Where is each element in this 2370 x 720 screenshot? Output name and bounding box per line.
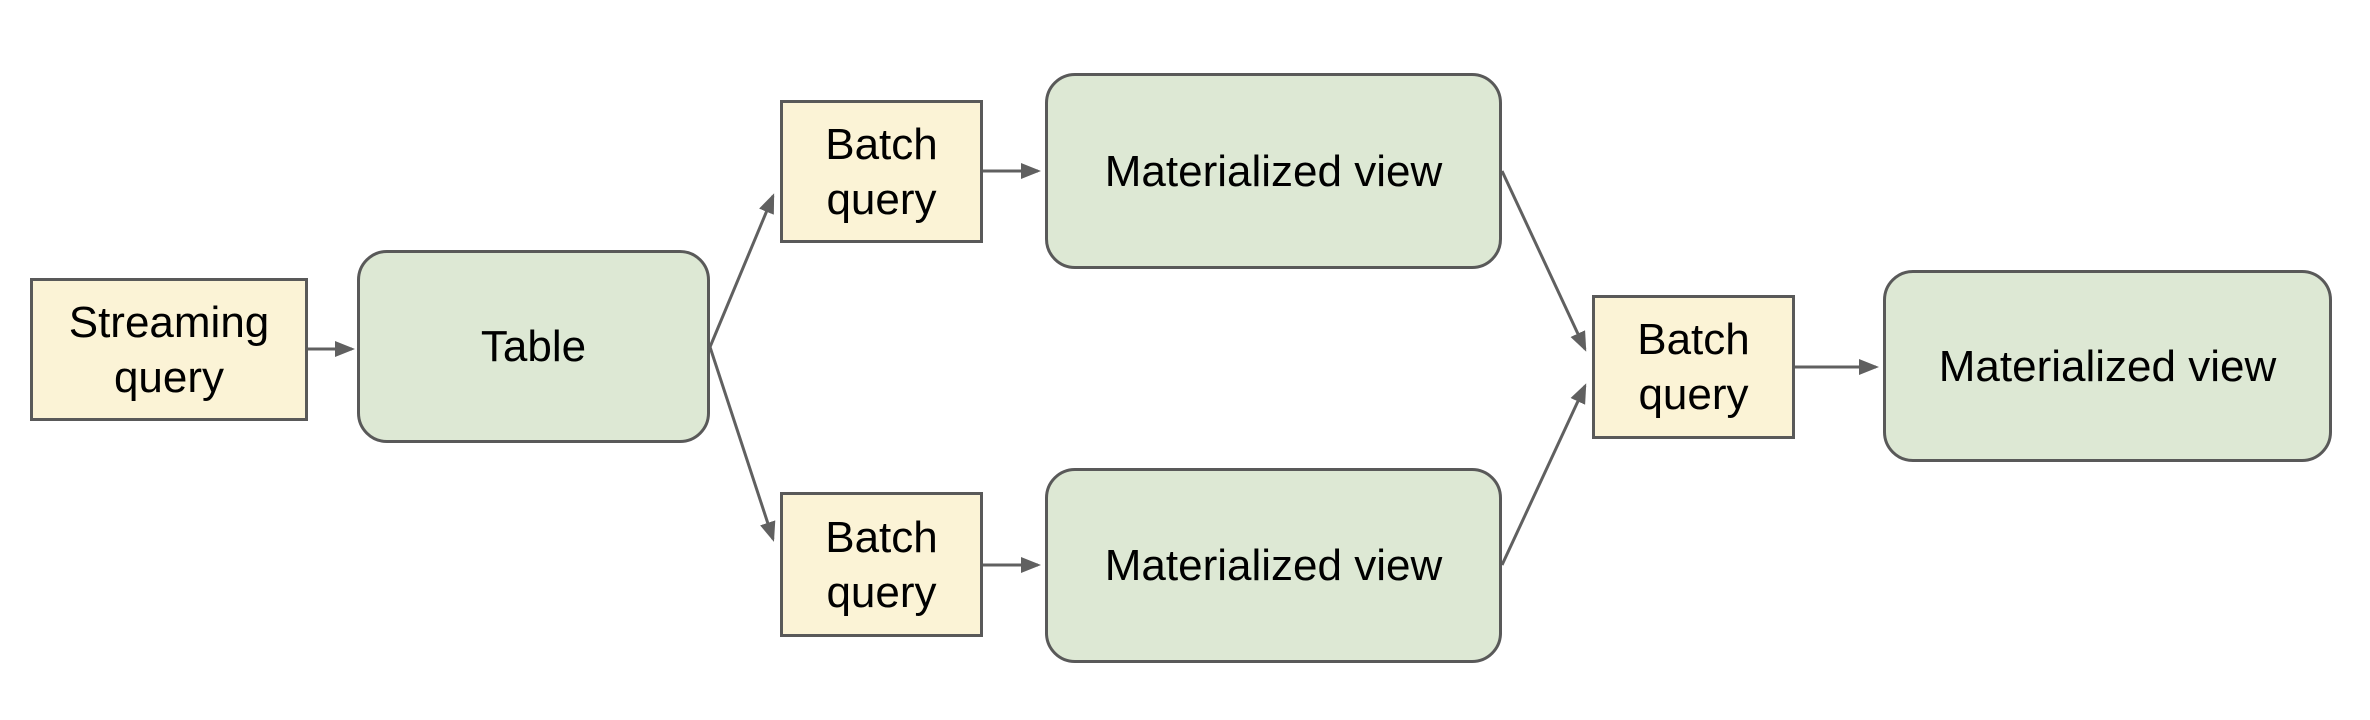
node-batch-query-bottom: Batch query	[780, 492, 983, 637]
edge-materialized-view-bottom-to-batch-query-merge	[1500, 383, 1587, 566]
node-materialized-view-final: Materialized view	[1883, 270, 2332, 462]
node-batch-query-top: Batch query	[780, 100, 983, 243]
node-materialized-view-top: Materialized view	[1045, 73, 1502, 269]
node-materialized-view-bottom-label: Materialized view	[1104, 541, 1443, 590]
node-streaming-query-label: Streaming query	[68, 297, 270, 402]
node-batch-query-bottom-label: Batch query	[825, 512, 938, 617]
node-batch-query-merge-label: Batch query	[1637, 315, 1750, 419]
node-materialized-view-top-label: Materialized view	[1104, 146, 1443, 196]
node-streaming-query: Streaming query	[30, 278, 308, 421]
node-table: Table	[357, 250, 710, 443]
node-materialized-view-final-label: Materialized view	[1938, 341, 2277, 391]
edge-table-to-batch-query-top	[708, 193, 775, 348]
edge-materialized-view-top-to-batch-query-merge	[1500, 170, 1587, 352]
node-batch-query-top-label: Batch query	[825, 119, 938, 224]
node-table-label: Table	[480, 322, 587, 371]
edge-table-to-batch-query-bottom	[708, 346, 776, 542]
node-materialized-view-bottom: Materialized view	[1045, 468, 1502, 663]
node-batch-query-merge: Batch query	[1592, 295, 1795, 439]
